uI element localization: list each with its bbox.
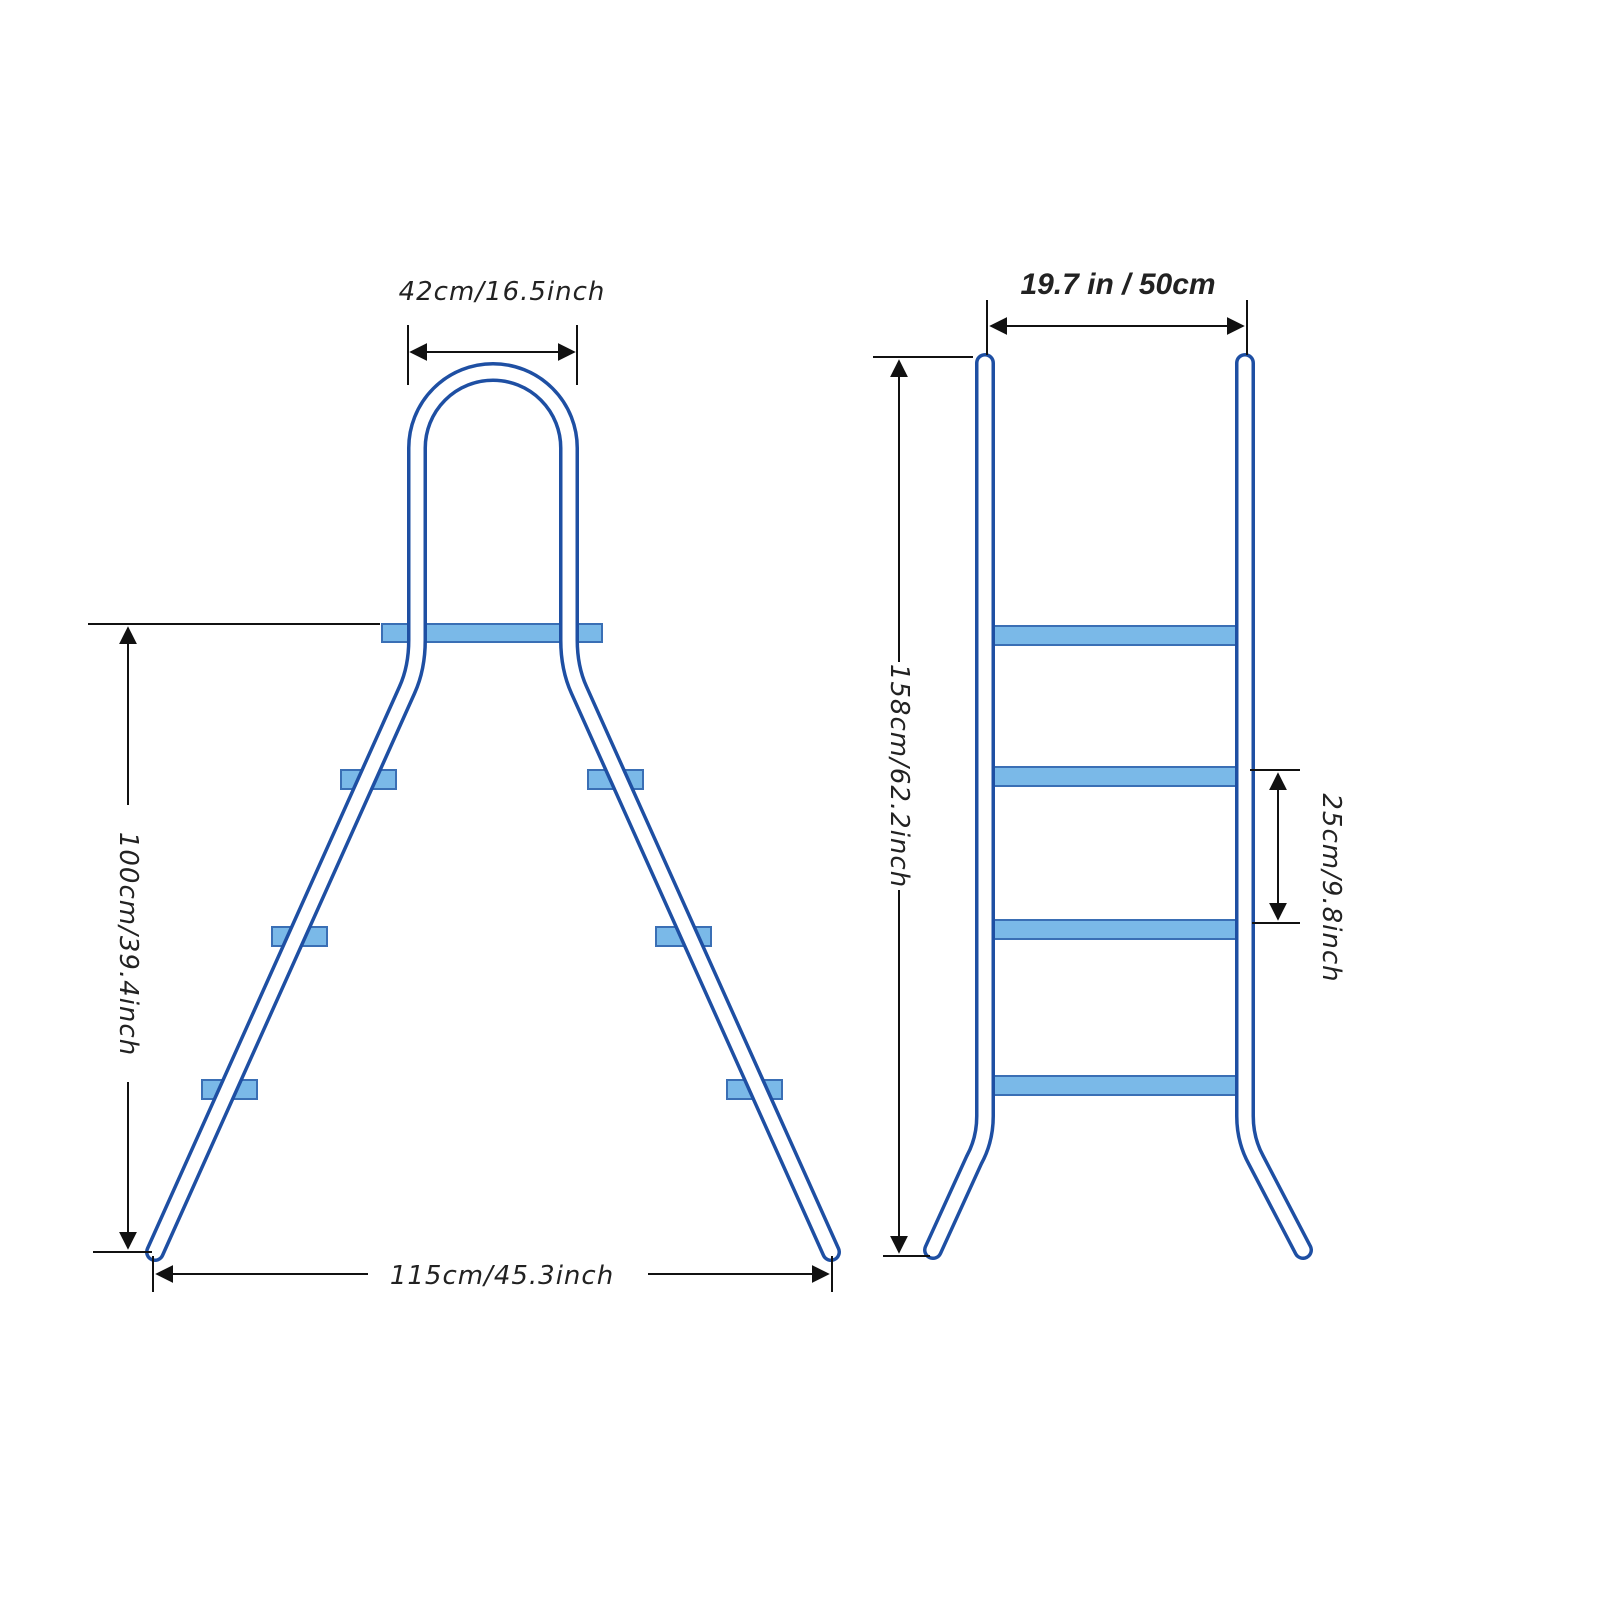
front-right-rail-core — [1238, 356, 1310, 1257]
side-view: 42cm/16.5inch 100cm/39.4inch 115cm/45.3i… — [88, 277, 841, 1292]
side-base-width-label: 115cm/45.3inch — [390, 1261, 614, 1291]
front-right-rail-outline — [1235, 353, 1313, 1260]
front-rung-3 — [989, 919, 1241, 940]
side-top-step — [381, 623, 603, 643]
side-frame-core — [148, 365, 838, 1259]
side-top-width-label: 42cm/16.5inch — [399, 277, 606, 307]
front-step-spacing-label: 25cm/9.8inch — [1316, 793, 1346, 982]
front-rung-1 — [989, 625, 1241, 646]
front-height-label: 158cm/62.2inch — [884, 664, 914, 888]
front-width-label: 19.7 in / 50cm — [1020, 268, 1215, 301]
front-view: 19.7 in / 50cm 158cm/62.2inch 25cm/9.8in… — [873, 268, 1346, 1260]
front-left-rail-core — [926, 356, 992, 1257]
side-height-label: 100cm/39.4inch — [113, 832, 143, 1056]
side-frame-outline — [145, 362, 841, 1262]
front-rung-4 — [989, 1075, 1241, 1096]
front-rung-2 — [989, 766, 1241, 787]
front-left-rail-outline — [923, 353, 995, 1260]
